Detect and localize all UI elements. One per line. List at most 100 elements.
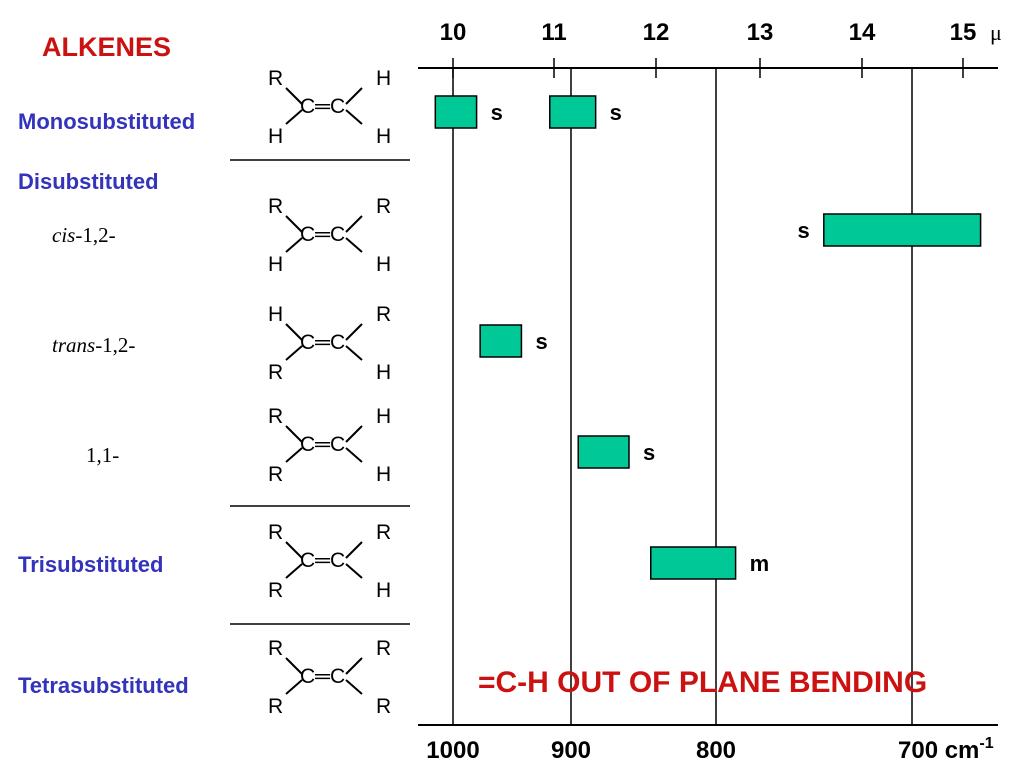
molecule-bonds	[285, 323, 363, 361]
band-intensity-label: s	[491, 100, 503, 125]
bottom-tick-label: 1000	[426, 737, 479, 764]
bottom-tick-label: 800	[696, 737, 736, 764]
subtype-cis-suffix: -1,2-	[75, 223, 116, 247]
molecule-bonds	[285, 215, 363, 253]
substituent-br: H	[376, 361, 392, 384]
molecule-bonds	[285, 541, 363, 579]
substituent-tr: R	[376, 195, 392, 218]
bottom-axis-unit-superscript: -1	[979, 735, 993, 752]
substituent-tl: R	[268, 405, 284, 428]
substituent-tr: R	[376, 521, 392, 544]
absorption-band	[650, 546, 737, 580]
substituent-tr: H	[376, 405, 392, 428]
subtype-1-1: 1,1-	[86, 443, 120, 467]
substituent-tl: R	[268, 67, 284, 90]
single-bond	[285, 87, 303, 105]
single-bond	[285, 109, 303, 125]
substituent-br: H	[376, 253, 392, 276]
double-bond-label: C═C	[300, 433, 346, 456]
subtype-cis-italic: cis	[52, 223, 76, 247]
substituent-bl: R	[268, 695, 284, 718]
single-bond	[285, 541, 303, 559]
molecule-mono: R H H H C═C	[264, 66, 404, 148]
substituent-br: H	[376, 579, 392, 602]
molecule-cis: R R H H C═C	[264, 194, 404, 276]
substituent-bl: R	[268, 463, 284, 486]
substituent-bl: H	[268, 253, 284, 276]
single-bond	[345, 215, 363, 233]
molecule-tri: R R R H C═C	[264, 520, 404, 602]
double-bond-label: C═C	[300, 331, 346, 354]
absorption-band	[434, 95, 478, 129]
band-intensity-label: s	[535, 329, 547, 354]
substituent-tl: R	[268, 637, 284, 660]
double-bond-label: C═C	[300, 665, 346, 688]
chart-caption: =C-H OUT OF PLANE BENDING	[478, 666, 928, 699]
substituent-br: H	[376, 463, 392, 486]
top-axis-unit: μ	[990, 20, 1002, 45]
subtype-trans-suffix: -1,2-	[95, 333, 136, 357]
single-bond	[285, 563, 303, 579]
top-tick-label: 10	[440, 19, 467, 46]
single-bond	[285, 237, 303, 253]
substituent-tr: R	[376, 303, 392, 326]
top-tick-label: 15	[950, 19, 977, 46]
substituent-bl: R	[268, 361, 284, 384]
molecule-bonds	[285, 425, 363, 463]
double-bond-label: C═C	[300, 549, 346, 572]
subtype-cis: cis-1,2-	[52, 223, 116, 248]
single-bond	[345, 425, 363, 443]
substituent-tr: H	[376, 67, 392, 90]
subtype-trans: trans-1,2-	[52, 333, 135, 358]
bottom-tick-label: 900	[551, 737, 591, 764]
single-bond	[285, 215, 303, 233]
substituent-br: R	[376, 695, 392, 718]
absorption-band	[549, 95, 597, 129]
double-bond-label: C═C	[300, 223, 346, 246]
single-bond	[345, 345, 363, 361]
single-bond	[345, 323, 363, 341]
molecule-bonds	[285, 657, 363, 695]
substituent-tl: R	[268, 195, 284, 218]
double-bond-label: C═C	[300, 95, 346, 118]
band-intensity-label: m	[750, 551, 770, 576]
band-intensity-label: s	[798, 218, 810, 243]
single-bond	[345, 87, 363, 105]
band-intensity-label: s	[643, 440, 655, 465]
single-bond	[345, 657, 363, 675]
absorption-band	[479, 324, 523, 358]
absorption-band	[577, 435, 630, 469]
single-bond	[285, 679, 303, 695]
single-bond	[285, 425, 303, 443]
category-trisubstituted: Trisubstituted	[18, 552, 164, 577]
bottom-tick-label: 700 cm-1	[898, 735, 994, 764]
molecule-bonds	[285, 87, 363, 125]
substituent-tl: R	[268, 521, 284, 544]
molecule-oneone: R H R H C═C	[264, 404, 404, 486]
substituent-bl: H	[268, 125, 284, 148]
top-tick-label: 11	[541, 19, 566, 46]
single-bond	[345, 109, 363, 125]
subtype-trans-italic: trans	[52, 333, 96, 357]
single-bond	[345, 679, 363, 695]
top-tick-label: 13	[747, 19, 774, 46]
single-bond	[345, 447, 363, 463]
absorption-band	[823, 213, 982, 247]
top-tick-label: 14	[849, 19, 876, 46]
category-monosubstituted: Monosubstituted	[18, 109, 196, 134]
top-tick-label: 12	[643, 19, 670, 46]
single-bond	[285, 345, 303, 361]
single-bond	[285, 323, 303, 341]
single-bond	[285, 657, 303, 675]
single-bond	[285, 447, 303, 463]
band-intensity-label: s	[610, 100, 622, 125]
page-title: ALKENES	[42, 32, 172, 62]
substituent-bl: R	[268, 579, 284, 602]
substituent-br: H	[376, 125, 392, 148]
category-tetrasubstituted: Tetrasubstituted	[18, 673, 189, 698]
